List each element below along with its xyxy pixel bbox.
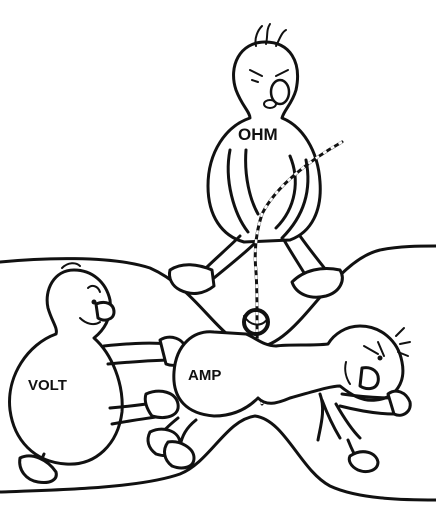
volt-character: VOLT [8, 262, 188, 484]
ohm-label: OHM [238, 125, 278, 144]
volt-label: VOLT [28, 377, 67, 394]
amp-character: AMP [146, 324, 412, 474]
ohm-character: OHM [168, 23, 344, 299]
amp-label: AMP [188, 367, 221, 384]
